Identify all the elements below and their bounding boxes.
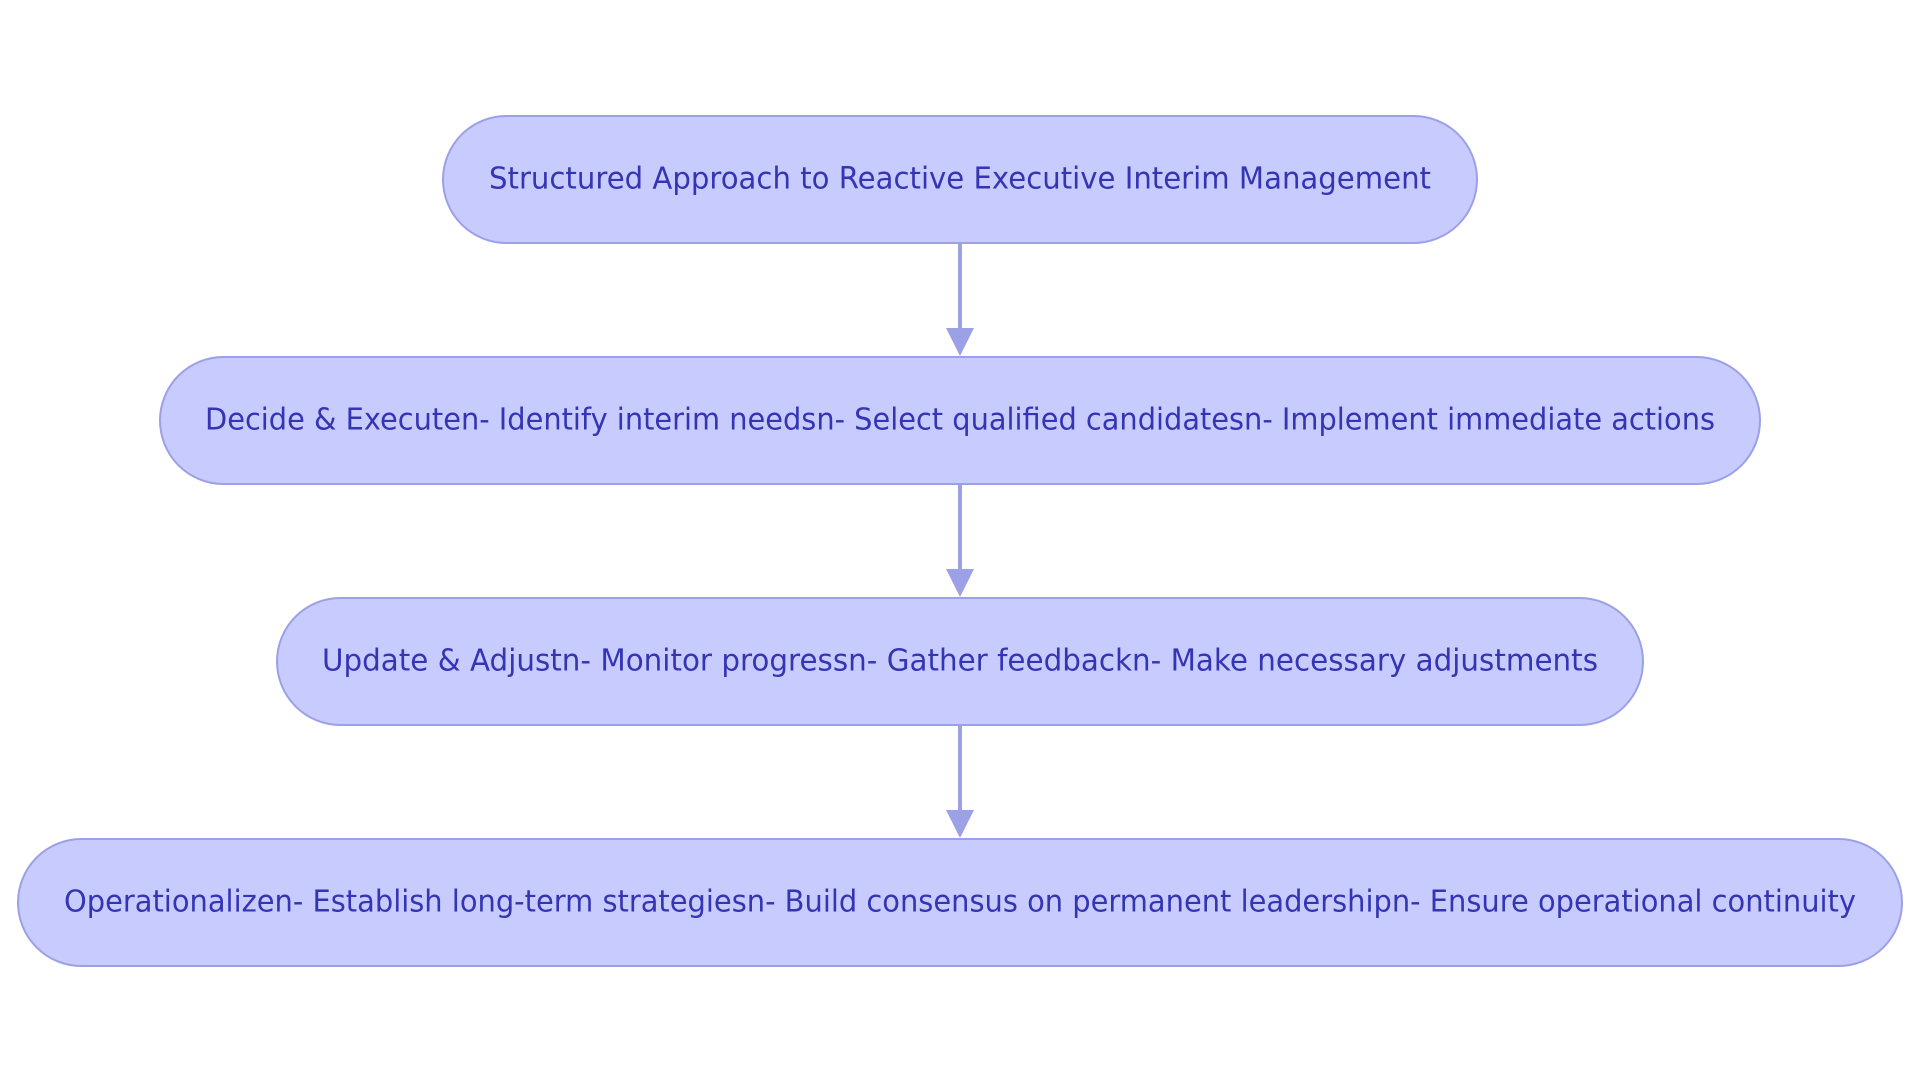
arrowhead-icon bbox=[946, 810, 974, 838]
node-decide-execute: Decide & Executen- Identify interim need… bbox=[159, 356, 1761, 485]
arrowhead-icon bbox=[946, 569, 974, 597]
node-label: Operationalizen- Establish long-term str… bbox=[64, 885, 1856, 920]
arrowhead-icon bbox=[946, 328, 974, 356]
edge-n1-n2 bbox=[946, 243, 974, 356]
edge-n2-n3 bbox=[946, 484, 974, 597]
node-box bbox=[159, 356, 1761, 485]
node-structured-approach: Structured Approach to Reactive Executiv… bbox=[442, 115, 1478, 244]
node-operationalize: Operationalizen- Establish long-term str… bbox=[17, 838, 1903, 967]
edge-n3-n4 bbox=[946, 725, 974, 838]
node-label: Decide & Executen- Identify interim need… bbox=[205, 403, 1715, 438]
node-label: Structured Approach to Reactive Executiv… bbox=[489, 162, 1431, 197]
node-box bbox=[17, 838, 1903, 967]
node-box bbox=[442, 115, 1478, 244]
node-label: Update & Adjustn- Monitor progressn- Gat… bbox=[322, 644, 1598, 679]
node-box bbox=[276, 597, 1644, 726]
node-update-adjust: Update & Adjustn- Monitor progressn- Gat… bbox=[276, 597, 1644, 726]
